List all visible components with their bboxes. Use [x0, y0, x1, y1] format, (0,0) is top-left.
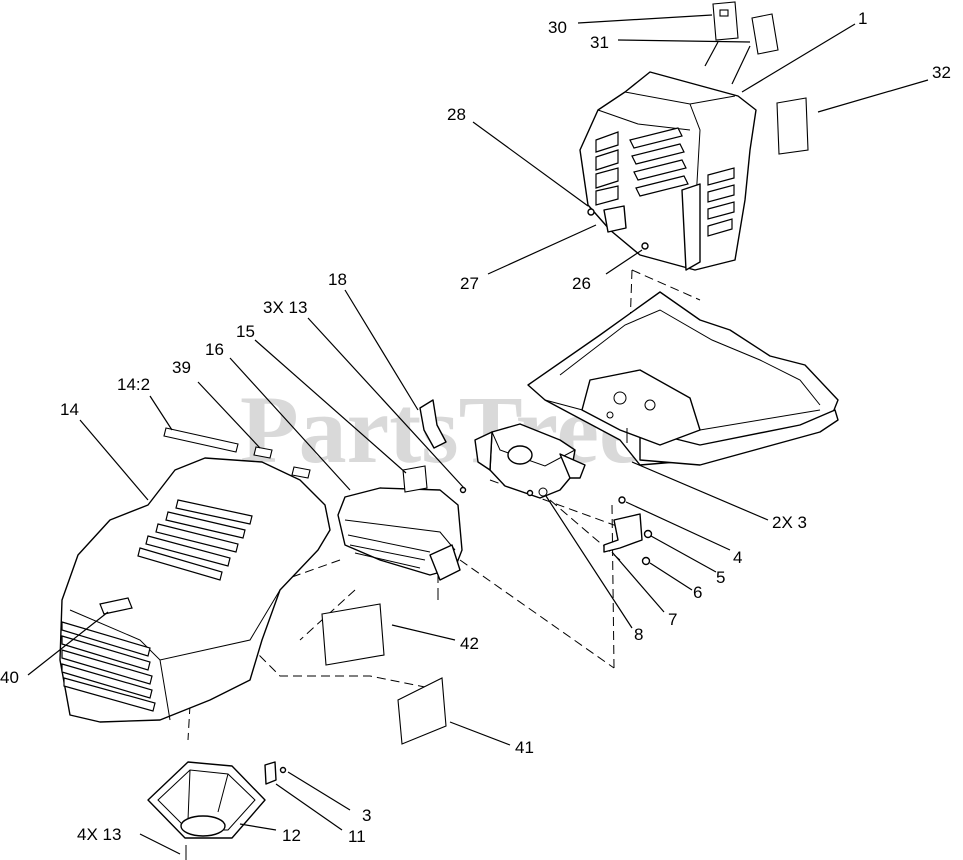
callout-14-2: 14:2: [117, 375, 150, 394]
callout-14: 14: [60, 400, 79, 419]
fender-left-vents: [595, 131, 619, 206]
part-12-funnel-chute: [147, 761, 287, 860]
part-15-dash-panel: [337, 487, 463, 581]
part-5-washer: [643, 529, 653, 539]
part-31-decal: [751, 13, 779, 55]
part-4-nut: [618, 496, 626, 504]
platform-edge: [639, 409, 839, 466]
part-7-bracket: [603, 513, 643, 553]
callout-4x13: 4X 13: [77, 825, 121, 844]
callout-4: 4: [733, 548, 742, 567]
part-13-screw-a: [459, 486, 467, 494]
callout-7: 7: [668, 610, 677, 629]
callout-40: 40: [0, 668, 19, 687]
callout-5: 5: [716, 568, 725, 587]
part-18-bracket: [419, 399, 447, 449]
fender-bracket: [681, 183, 701, 271]
callout-31: 31: [590, 33, 609, 52]
part-41-decal: [397, 677, 447, 745]
callout-labels: 30 31 1 32 28 27 26 18 3X 13 15 16 39 14…: [0, 9, 951, 846]
part-28-screw: [587, 208, 595, 216]
callout-11: 11: [348, 827, 366, 846]
callout-30: 30: [548, 18, 567, 37]
part-39-decal: [253, 446, 273, 459]
part-32-decal: [776, 97, 809, 155]
part-8-dash-support-bracket: [474, 423, 586, 499]
part-3-screw: [279, 766, 287, 774]
callout-42: 42: [460, 634, 479, 653]
callout-3x13: 3X 13: [263, 298, 307, 317]
callout-8: 8: [634, 625, 643, 644]
part-16-decal: [402, 465, 428, 493]
part-11-bracket: [264, 761, 277, 785]
part-14-2-decal-strip: [163, 427, 239, 453]
callout-12: 12: [282, 826, 301, 845]
callout-39: 39: [172, 358, 191, 377]
part-14-hood: [59, 457, 331, 723]
platform-mount-plate: [581, 369, 701, 446]
callout-27: 27: [460, 274, 479, 293]
part-13-screw-b: [526, 489, 534, 497]
callout-26: 26: [572, 274, 591, 293]
part-30-decal: [712, 1, 739, 41]
callout-3: 3: [362, 806, 371, 825]
part-6-bolt: [641, 556, 651, 566]
hardware-4-7: [603, 496, 653, 566]
leader-lines: [27, 14, 929, 855]
fender-hinge-tab: [603, 205, 627, 233]
callout-2x3: 2X 3: [772, 513, 807, 532]
hood-small-decal: [291, 466, 311, 479]
fender-right-vents: [707, 167, 735, 237]
footrest-platform: [527, 291, 839, 466]
hood-top-vents: [137, 499, 253, 581]
callout-6: 6: [693, 583, 702, 602]
fender-inner-ribs: [629, 127, 689, 197]
callout-32: 32: [932, 63, 951, 82]
callout-1: 1: [858, 9, 867, 28]
part-1-rear-fender-housing: [579, 71, 757, 271]
part-26-nut: [641, 242, 649, 250]
part-42-decal: [321, 603, 385, 666]
callout-18: 18: [328, 270, 347, 289]
callout-28: 28: [447, 105, 466, 124]
callout-41: 41: [515, 738, 534, 757]
callout-16: 16: [205, 340, 224, 359]
part-30-decal-mark: [719, 9, 729, 17]
callout-15: 15: [236, 322, 255, 341]
part-40-hood-emblem: [99, 597, 133, 615]
